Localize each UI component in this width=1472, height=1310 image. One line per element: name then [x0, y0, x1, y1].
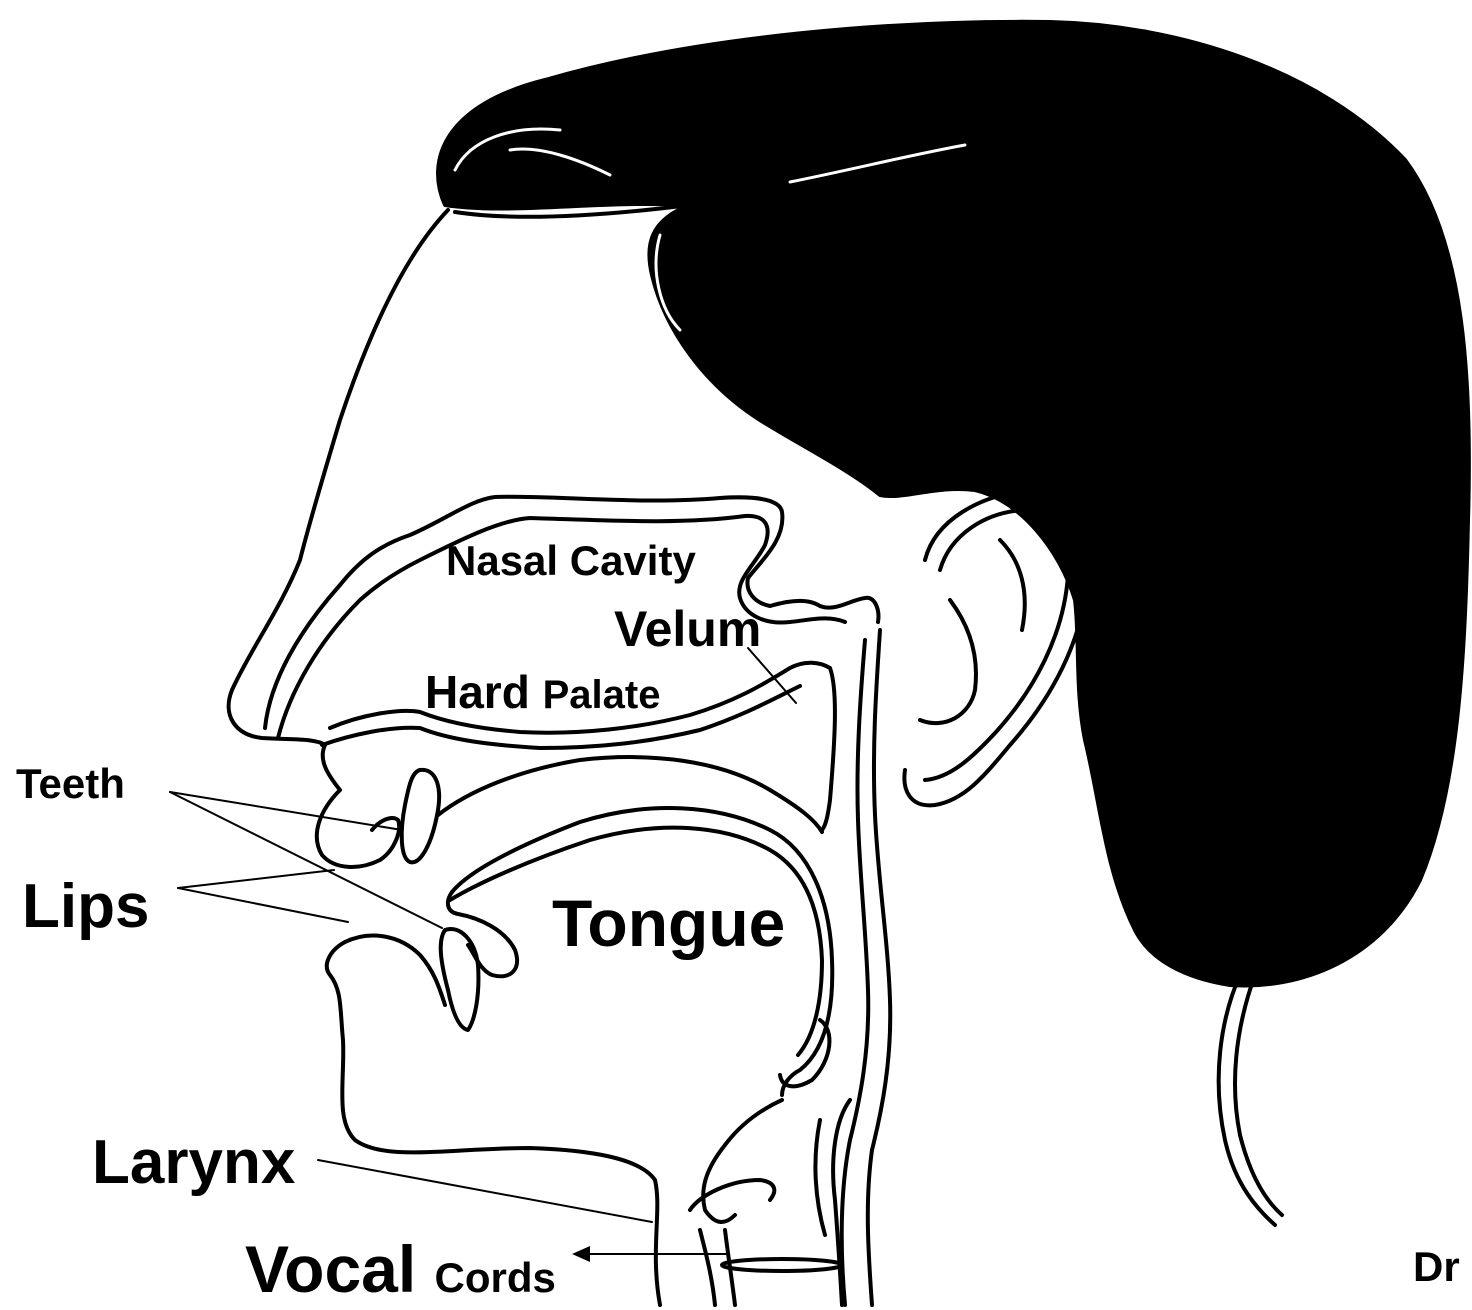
label-velum: Velum — [614, 604, 761, 654]
label-cut-off-text: Dr — [1413, 1246, 1460, 1288]
label-tongue: Tongue — [552, 890, 785, 956]
leader-teeth-upper — [170, 792, 402, 830]
face-profile — [229, 210, 448, 867]
label-nasal-cavity: Nasal Cavity — [446, 540, 696, 582]
upper-teeth — [402, 770, 439, 862]
leader-teeth-lower — [170, 792, 442, 928]
label-lips: Lips — [22, 876, 149, 938]
lower-teeth — [441, 929, 479, 1030]
vocal-cords-shape — [722, 1259, 842, 1271]
leader-lips-upper — [178, 870, 334, 888]
pharynx-wall — [842, 640, 869, 1305]
label-teeth: Teeth — [16, 763, 125, 805]
label-larynx: Larynx — [92, 1132, 295, 1194]
leader-vocal-cords-arrowhead — [572, 1246, 590, 1262]
leader-larynx — [318, 1160, 652, 1222]
leader-lips-lower — [178, 888, 348, 922]
label-vocal-cords: Vocal Cords — [245, 1236, 556, 1302]
label-hard-palate: Hard Palate — [425, 669, 660, 715]
